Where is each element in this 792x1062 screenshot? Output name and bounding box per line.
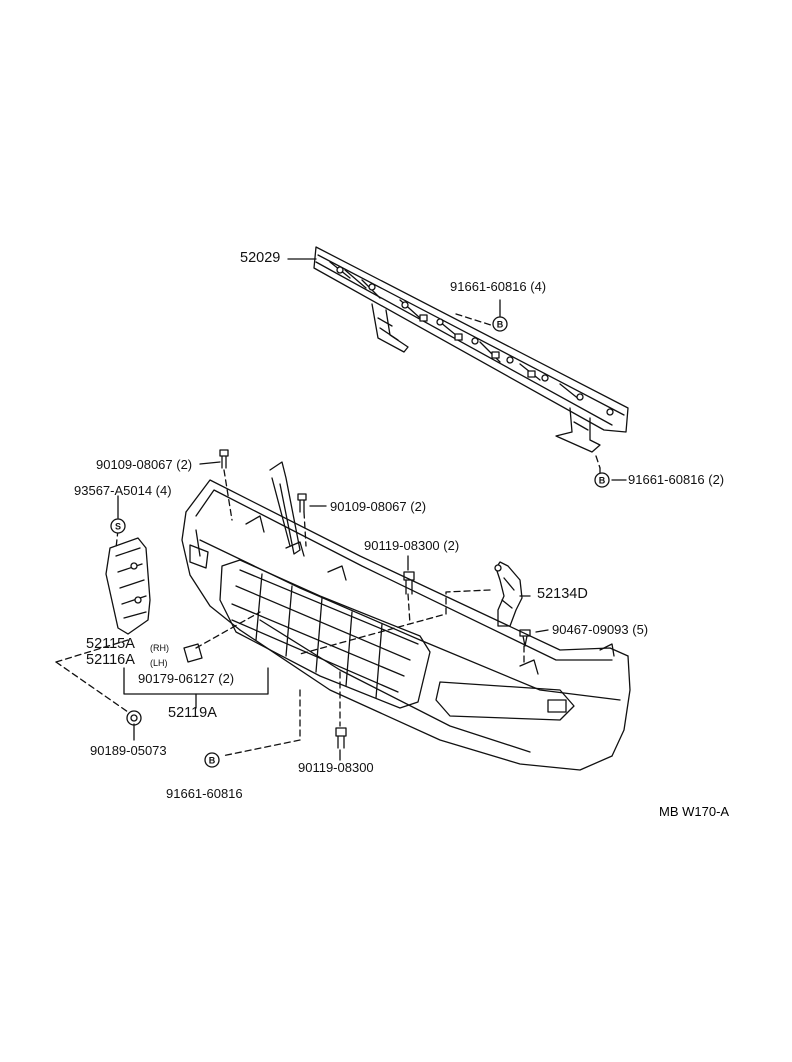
part-side-rh: (RH)	[150, 643, 169, 653]
part-label-90109-08067-center: 90109-08067 (2)	[330, 499, 427, 514]
part-label-90189-05073: 90189-05073	[90, 743, 167, 758]
part-label-91661-60816-4: 91661-60816 (4)	[450, 279, 547, 294]
bumper-reinforcement	[313, 246, 629, 453]
symbol-b-icon: B	[497, 320, 504, 330]
symbol-b-icon: B	[599, 476, 606, 486]
part-label-93567-a5014: 93567-A5014 (4)	[74, 483, 172, 498]
bumper-cover	[181, 461, 631, 771]
symbol-circles	[110, 316, 610, 768]
part-label-52119a: 52119A	[168, 705, 217, 721]
part-label-52029: 52029	[240, 250, 281, 266]
leader-lines	[117, 258, 627, 761]
side-retainer	[105, 537, 151, 635]
dashed-lines	[55, 313, 601, 757]
part-label-90119-08300: 90119-08300	[298, 760, 374, 775]
fasteners	[126, 449, 531, 749]
symbol-b-icon: B	[209, 756, 216, 766]
part-side-lh: (LH)	[150, 658, 168, 668]
bracket-52134d	[494, 561, 523, 627]
part-label-90467-09093: 90467-09093 (5)	[552, 622, 649, 637]
symbol-s-icon: S	[115, 522, 121, 532]
part-label-90179-06127: 90179-06127 (2)	[138, 671, 235, 686]
part-label-91661-60816: 91661-60816	[166, 786, 243, 801]
diagram-code: MB W170-A	[659, 804, 730, 819]
part-label-52115a: 52115A	[86, 636, 135, 652]
part-label-52134d: 52134D	[537, 586, 588, 602]
part-label-91661-60816-2: 91661-60816 (2)	[628, 472, 725, 487]
part-label-90119-08300-2: 90119-08300 (2)	[364, 538, 460, 553]
part-label-52116a: 52116A	[86, 652, 135, 668]
part-label-90109-08067-upper: 90109-08067 (2)	[96, 457, 193, 472]
